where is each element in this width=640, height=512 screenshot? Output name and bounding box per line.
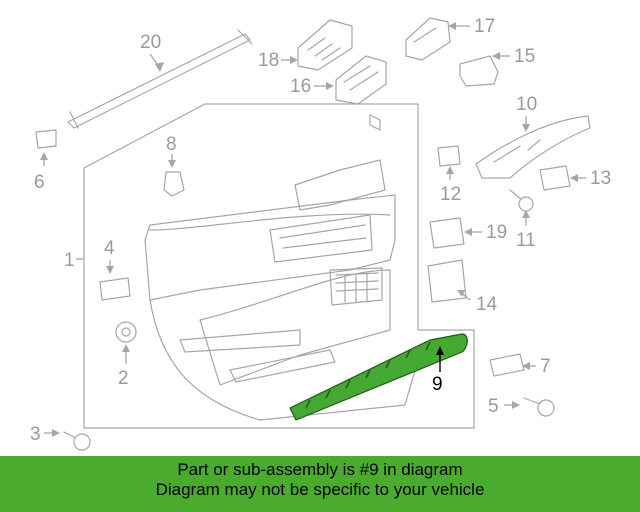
svg-text:17: 17: [474, 16, 495, 37]
part-20-belt-weatherstrip: [67, 29, 253, 129]
callout-2: 2: [118, 344, 130, 389]
part-17-switch-bezel: [405, 17, 451, 61]
callout-7: 7: [522, 356, 551, 377]
callout-19: 19: [464, 222, 507, 243]
part-16-switch-assembly: [335, 55, 387, 105]
part-9-door-moulding: [289, 333, 468, 421]
svg-text:7: 7: [540, 356, 551, 377]
callout-13: 13: [570, 168, 611, 189]
part-6-bracket: [35, 129, 57, 149]
part-2-fastener: [115, 321, 137, 343]
svg-text:13: 13: [590, 168, 611, 189]
svg-text:10: 10: [516, 94, 537, 115]
svg-text:19: 19: [486, 222, 507, 243]
svg-text:8: 8: [166, 134, 177, 155]
svg-text:3: 3: [30, 424, 41, 445]
part-19-switch: [429, 217, 465, 249]
callout-10: 10: [516, 94, 537, 132]
callout-20: 20: [140, 32, 164, 72]
svg-text:1: 1: [64, 250, 75, 271]
part-15-switch: [459, 55, 499, 87]
part-4-retainer: [99, 277, 131, 301]
part-10-inside-handle: [475, 115, 591, 179]
callout-6: 6: [34, 152, 48, 193]
svg-text:18: 18: [258, 50, 279, 71]
part-3-fastener: [63, 431, 91, 451]
svg-text:12: 12: [440, 184, 461, 205]
svg-text:2: 2: [118, 368, 129, 389]
callout-14: 14: [457, 290, 498, 315]
part-12-clip: [437, 145, 461, 167]
callout-15: 15: [492, 46, 535, 67]
info-banner: Part or sub-assembly is #9 in diagram Di…: [0, 456, 640, 512]
part-5-screw: [523, 397, 555, 417]
callout-3: 3: [30, 424, 60, 445]
callout-4: 4: [104, 238, 115, 274]
svg-text:5: 5: [488, 396, 499, 417]
parts-diagram: 20 18 17 16 15: [30, 16, 611, 451]
part-13-switch: [539, 165, 571, 191]
callout-8: 8: [166, 134, 177, 168]
svg-text:20: 20: [140, 32, 161, 53]
svg-text:6: 6: [34, 172, 45, 193]
callout-18: 18: [258, 50, 298, 71]
callout-1: 1: [64, 250, 84, 271]
door-trim-panel: [83, 103, 475, 429]
callout-11: 11: [516, 210, 536, 251]
svg-text:14: 14: [476, 294, 498, 315]
callout-5: 5: [488, 396, 520, 417]
callout-9: 9: [432, 346, 444, 395]
svg-text:15: 15: [514, 46, 535, 67]
part-18-window-switch: [297, 19, 353, 71]
part-14-speaker-grille: [427, 259, 467, 303]
callout-17: 17: [448, 16, 495, 37]
part-7-clip: [489, 353, 525, 377]
part-8-clip: [163, 171, 185, 197]
svg-text:16: 16: [290, 76, 311, 97]
svg-text:9: 9: [432, 374, 443, 395]
callout-12: 12: [440, 166, 461, 205]
svg-text:11: 11: [516, 230, 536, 251]
callout-16: 16: [290, 76, 334, 97]
part-11-screw: [509, 189, 534, 212]
banner-line-part: Part or sub-assembly is #9 in diagram: [177, 460, 463, 479]
svg-text:4: 4: [104, 238, 115, 259]
banner-line-disclaimer: Diagram may not be specific to your vehi…: [155, 480, 485, 499]
